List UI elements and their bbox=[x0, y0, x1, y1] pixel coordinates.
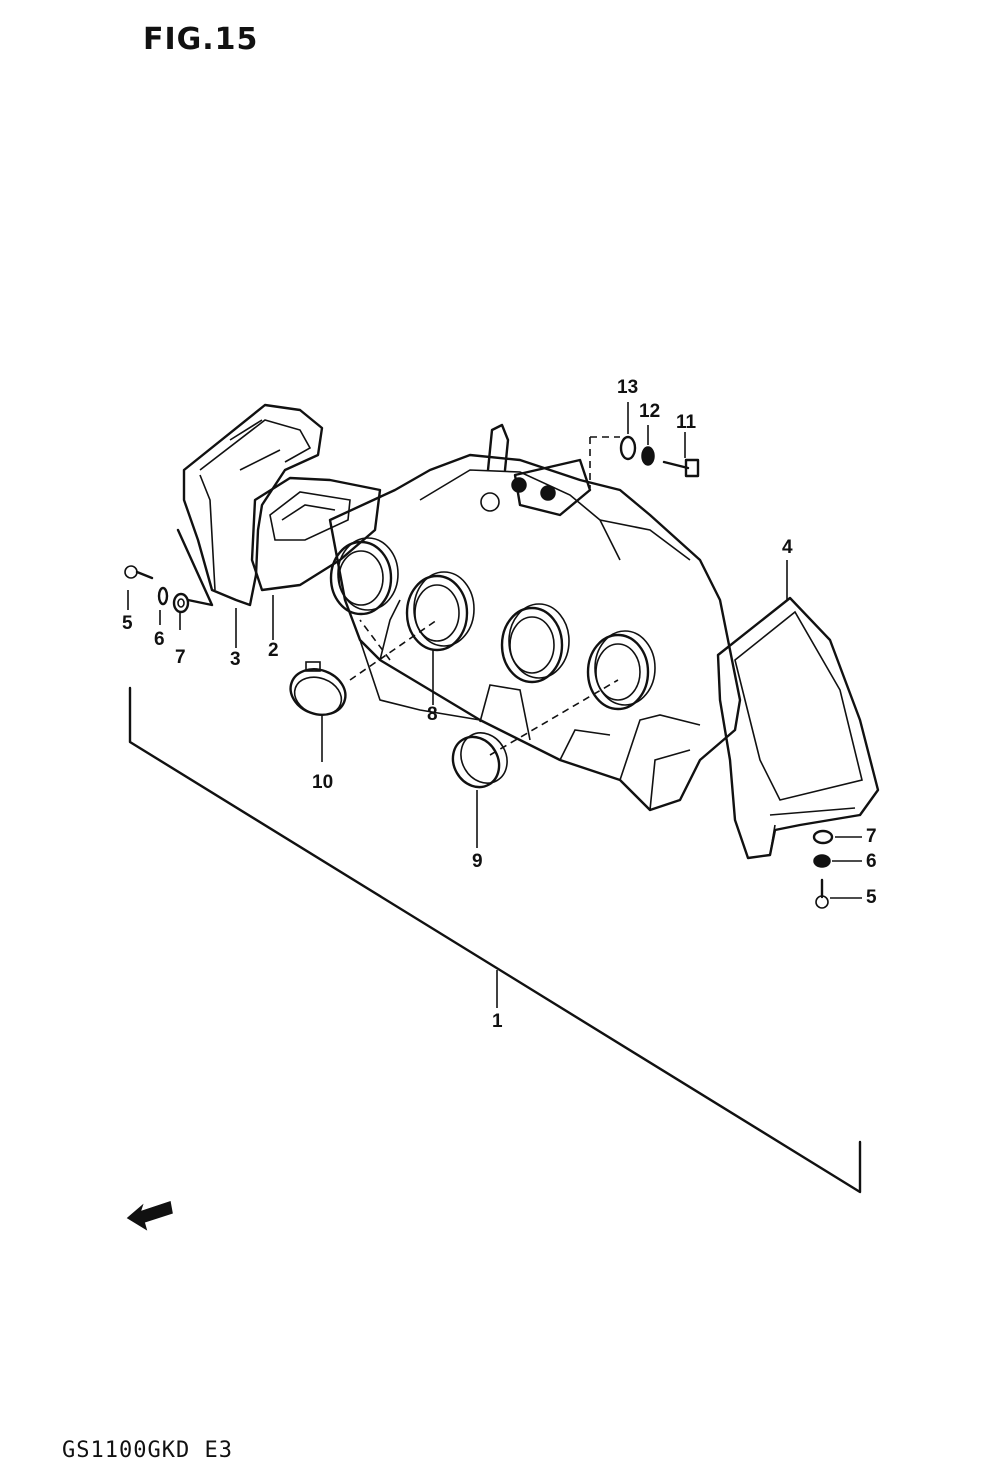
callout-2: 2 bbox=[268, 640, 279, 661]
right-duct-cover bbox=[716, 596, 880, 860]
port-4 bbox=[586, 630, 656, 711]
leader-lines bbox=[127, 402, 862, 899]
callout-3: 3 bbox=[230, 649, 241, 670]
callout-6-left: 6 bbox=[154, 629, 165, 650]
left-filter-element bbox=[250, 476, 382, 592]
port-2 bbox=[405, 571, 475, 652]
callout-5-right: 5 bbox=[866, 887, 877, 908]
front-arrow-icon bbox=[126, 1201, 173, 1231]
left-duct-cover bbox=[182, 403, 324, 607]
carburetor-ports bbox=[329, 537, 656, 711]
callout-7-right: 7 bbox=[866, 826, 877, 847]
clamp bbox=[289, 661, 347, 716]
model-code: GS1100GKD E3 bbox=[62, 1438, 233, 1463]
port-1 bbox=[329, 537, 399, 616]
callout-12: 12 bbox=[639, 401, 661, 422]
callout-9: 9 bbox=[472, 851, 483, 872]
air-cleaner-case bbox=[328, 423, 742, 812]
figure-title: FIG.15 bbox=[143, 22, 259, 57]
callout-6-right: 6 bbox=[866, 851, 877, 872]
callout-1: 1 bbox=[492, 1011, 503, 1032]
callout-11: 11 bbox=[676, 412, 697, 433]
top-hardware bbox=[619, 435, 700, 478]
right-hardware bbox=[812, 829, 834, 909]
callout-7-left: 7 bbox=[175, 647, 186, 668]
callout-4: 4 bbox=[782, 537, 793, 558]
port-3 bbox=[500, 603, 570, 684]
callout-8: 8 bbox=[427, 704, 438, 725]
assembly-bracket bbox=[128, 686, 862, 1194]
callout-10: 10 bbox=[312, 772, 334, 793]
callout-13: 13 bbox=[617, 377, 639, 398]
left-hardware bbox=[124, 528, 214, 614]
seal-ring bbox=[451, 732, 508, 789]
callout-5-left: 5 bbox=[122, 613, 133, 634]
